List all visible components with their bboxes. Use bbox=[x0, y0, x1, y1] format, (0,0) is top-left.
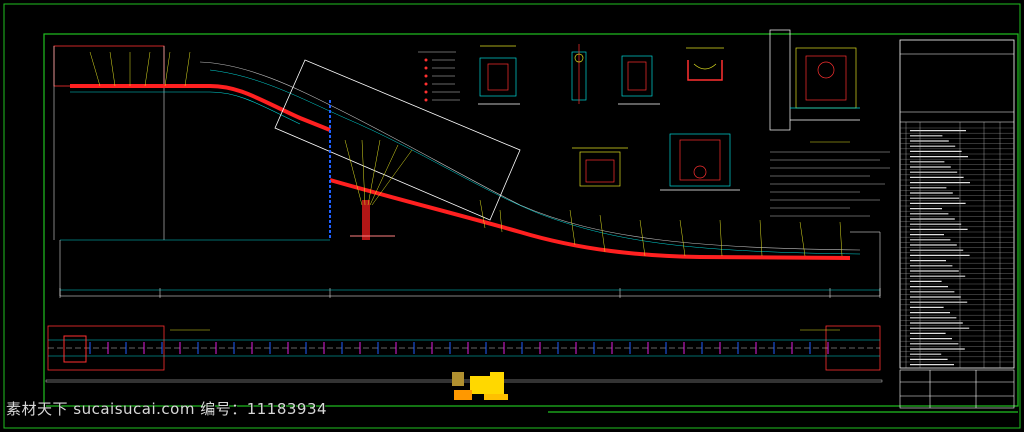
dimension-ticks bbox=[59, 288, 881, 298]
inner-frame bbox=[43, 33, 1019, 407]
plan-view-idlers bbox=[89, 342, 829, 354]
legend-block bbox=[418, 51, 460, 102]
outer-frame bbox=[3, 3, 1021, 429]
parts-table bbox=[899, 39, 1015, 369]
detail-view-5 bbox=[769, 29, 860, 131]
detail-view-1 bbox=[478, 45, 520, 105]
conveyor-lower bbox=[329, 178, 851, 260]
title-block bbox=[899, 369, 1015, 409]
conveyor-upper bbox=[70, 84, 331, 132]
head-frame bbox=[53, 45, 165, 87]
elevation-view bbox=[53, 45, 881, 298]
inclined-section-box bbox=[274, 59, 521, 221]
detail-view-6 bbox=[572, 147, 628, 187]
watermark: 素材天下 sucaisucai.com 编号：11183934 bbox=[6, 400, 328, 418]
parts-table-rows bbox=[900, 122, 1014, 368]
color-swatch bbox=[452, 372, 508, 400]
technical-notes bbox=[770, 141, 890, 217]
detail-view-4 bbox=[686, 47, 724, 81]
detail-view-7 bbox=[660, 133, 740, 191]
detail-view-2 bbox=[571, 44, 587, 104]
leader-lines bbox=[89, 51, 843, 257]
detail-view-3 bbox=[618, 55, 660, 105]
